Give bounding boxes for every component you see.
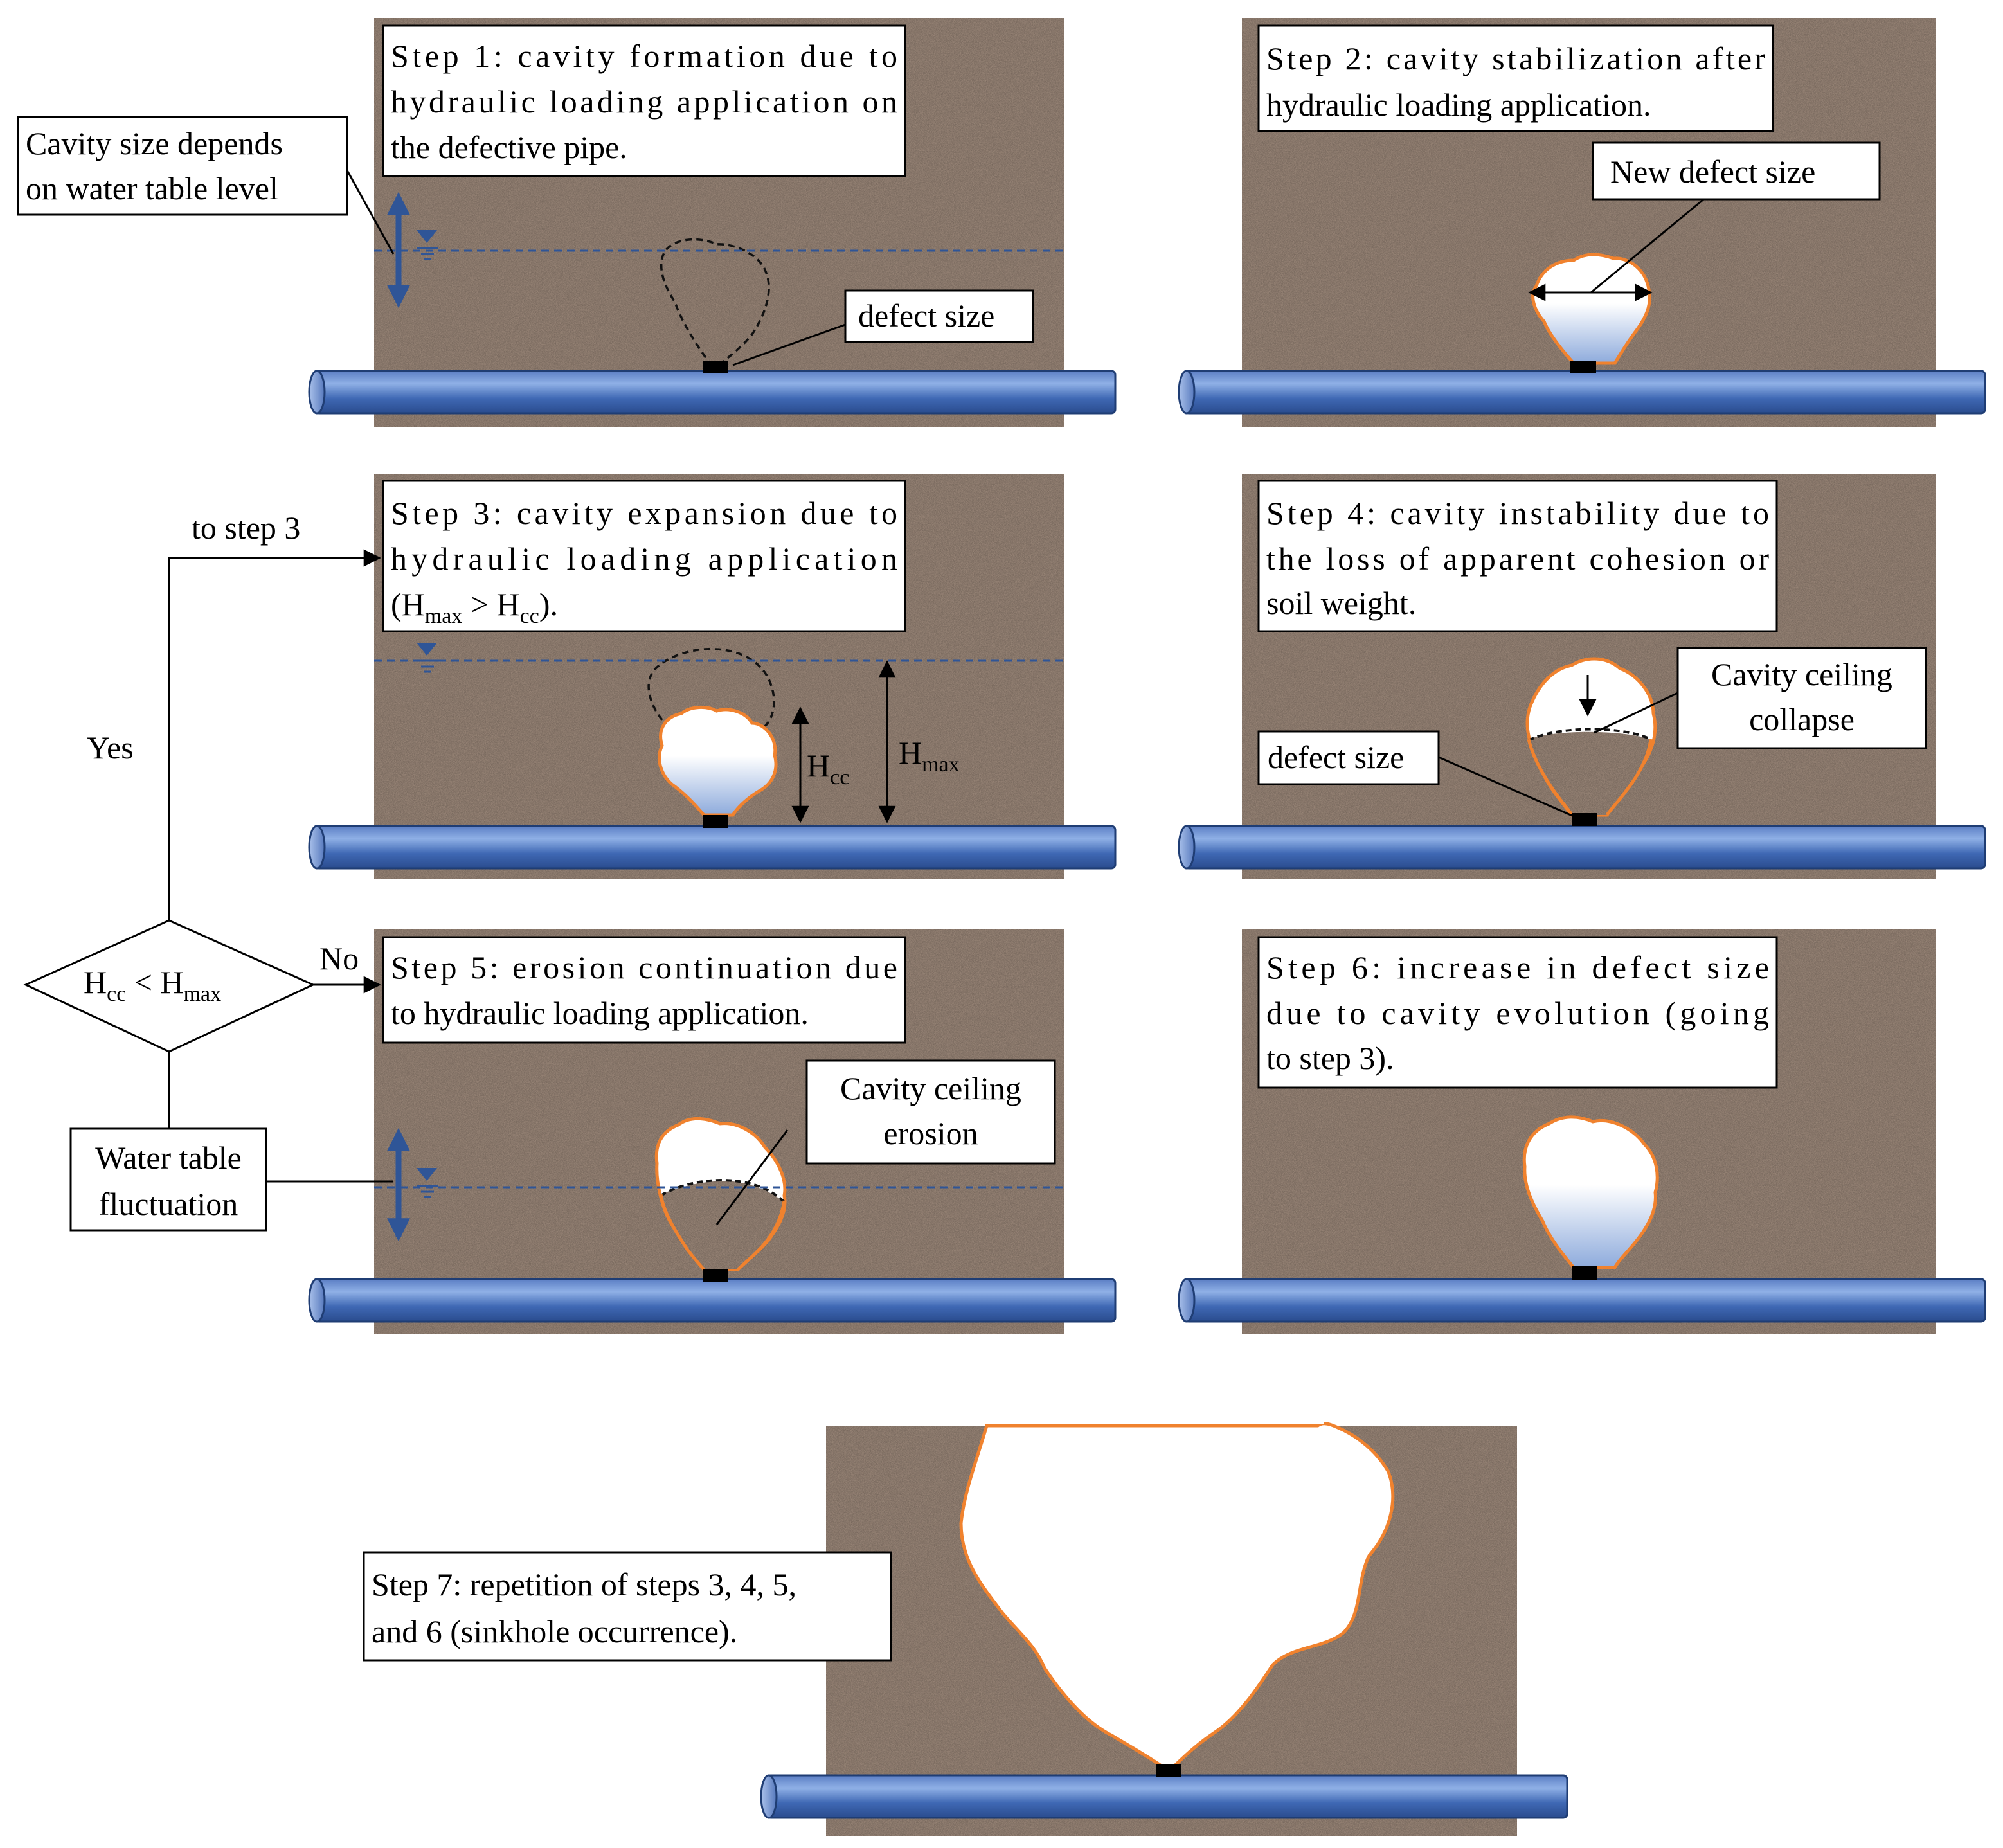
cavity-step5-outline-lower: [659, 1194, 786, 1271]
defect-block-icon: [1570, 361, 1596, 373]
cavity-outline-step1: [660, 238, 770, 370]
step4-line3: soil weight.: [1266, 585, 1416, 621]
step7-box: Step 7: repetition of steps 3, 4, 5, and…: [363, 1551, 892, 1662]
step6-line2: due to cavity evolution (going: [1266, 995, 1769, 1031]
step5-line2: to hydraulic loading application.: [391, 995, 809, 1031]
ceiling-collapse-callout: Cavity ceiling collapse: [1676, 647, 1927, 749]
step1-line1: Step 1: cavity formation due to: [391, 38, 897, 74]
pipe-step3: [308, 825, 1117, 870]
defect-block-icon: [1572, 813, 1597, 826]
pipe-step2: [1178, 370, 1986, 415]
new-defect-size-leader: [1590, 193, 1711, 294]
step5-box: Step 5: erosion continuation due to hydr…: [382, 936, 906, 1044]
defect-size-label-4: defect size: [1268, 739, 1404, 775]
hmax-label: Hmax: [899, 735, 960, 776]
cavity-size-callout: Cavity size depends on water table level: [17, 116, 348, 216]
fluctuation-line2: fluctuation: [99, 1186, 238, 1222]
collapse-line-step4: [1528, 728, 1651, 742]
to-step3-label: to step 3: [192, 510, 300, 546]
defect-block-icon: [703, 815, 728, 828]
cavity-size-leader: [346, 170, 395, 255]
step6-box: Step 6: increase in defect size due to c…: [1257, 936, 1778, 1089]
decision-text: Hcc < Hmax: [84, 964, 221, 1006]
new-defect-size-label: New defect size: [1610, 154, 1815, 190]
ceiling-erosion-leader: [715, 1129, 789, 1225]
step4-line2: the loss of apparent cohesion or: [1266, 541, 1769, 577]
new-defect-size-callout: New defect size: [1592, 141, 1881, 201]
defect-block-icon: [1156, 1764, 1181, 1777]
cavity-step7: [959, 1422, 1395, 1768]
water-table-fluctuation-box: Water table fluctuation: [69, 1127, 267, 1232]
defect-size-callout-1: defect size: [844, 289, 1034, 343]
defect-block-icon: [703, 361, 728, 373]
cavity-step2: [1531, 253, 1651, 365]
ceiling-collapse-leader: [1594, 692, 1678, 734]
step2-line2: hydraulic loading application.: [1266, 87, 1651, 123]
cavity-step3: [658, 706, 778, 817]
no-label: No: [319, 940, 359, 976]
step6-line3: to step 3).: [1266, 1040, 1394, 1076]
cavity-size-line2: on water table level: [26, 170, 278, 206]
defect-block-icon: [703, 1269, 728, 1282]
ceiling-collapse-line2: collapse: [1749, 701, 1855, 737]
yes-flow-line: [168, 549, 381, 920]
step4-line1: Step 4: cavity instability due to: [1266, 495, 1769, 531]
step3-line3: (Hmax > Hcc).: [391, 586, 558, 628]
cavity-outline-dashed-step3: [647, 648, 775, 728]
defect-size-leader-4: [1438, 756, 1574, 818]
step5-line1: Step 5: erosion continuation due: [391, 949, 897, 985]
pipe-step1: [308, 370, 1117, 415]
cavity-step7-top-cover: [984, 1408, 1324, 1424]
defect-size-callout-4: defect size: [1257, 730, 1440, 785]
ceiling-erosion-line1: Cavity ceiling: [840, 1070, 1021, 1106]
step1-box: Step 1: cavity formation due to hydrauli…: [382, 24, 906, 177]
step7-line2: and 6 (sinkhole occurrence).: [372, 1613, 737, 1649]
fluctuation-line1: Water table: [95, 1140, 242, 1176]
defect-block-icon: [1572, 1266, 1597, 1280]
water-table-symbol-icon: [417, 230, 438, 260]
water-table-symbol-icon: [417, 643, 438, 673]
cavity-step5-lower-grain: [661, 1181, 784, 1269]
ceiling-erosion-line2: erosion: [883, 1115, 978, 1151]
pipe-step4: [1178, 825, 1986, 870]
pipe-step5: [308, 1278, 1117, 1323]
step2-line1: Step 2: cavity stabilization after: [1266, 40, 1765, 76]
cavity-step6: [1522, 1115, 1659, 1269]
hcc-label: Hcc: [807, 748, 849, 789]
step3-box: Step 3: cavity expansion due to hydrauli…: [382, 480, 906, 632]
step2-box: Step 2: cavity stabilization after hydra…: [1257, 24, 1774, 132]
water-table-symbol-icon: [417, 1168, 438, 1198]
cavity-step4-lower-grain: [1529, 731, 1651, 815]
cavity-step4-outline-lower: [1527, 739, 1653, 816]
pipe-step6: [1178, 1278, 1986, 1323]
decision-diamond: Hcc < Hmax: [23, 919, 316, 1053]
cavity-size-line1: Cavity size depends: [26, 125, 283, 161]
erosion-line-step5: [660, 1179, 786, 1203]
step4-box: Step 4: cavity instability due to the lo…: [1257, 480, 1778, 632]
step1-line3: the defective pipe.: [391, 129, 627, 165]
step7-line1: Step 7: repetition of steps 3, 4, 5,: [372, 1566, 796, 1602]
ceiling-erosion-callout: Cavity ceiling erosion: [805, 1059, 1056, 1165]
defect-size-leader-1: [732, 323, 846, 366]
defect-size-label-1: defect size: [858, 298, 994, 334]
yes-label: Yes: [87, 730, 134, 766]
ceiling-collapse-line1: Cavity ceiling: [1711, 656, 1892, 692]
pipe-step7: [760, 1774, 1568, 1819]
